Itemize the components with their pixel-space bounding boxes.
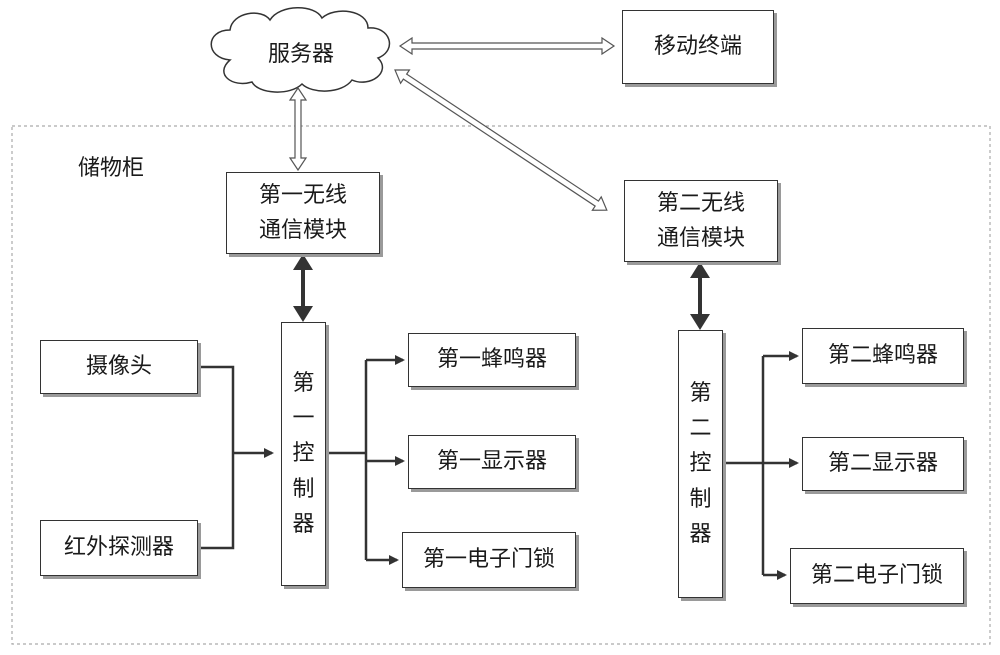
door-lock-2-label: 第二电子门锁: [810, 563, 943, 589]
infrared-detector-label: 红外探测器: [63, 535, 174, 561]
buzzer-2-box: 第二蜂鸣器: [802, 328, 964, 384]
wireless2-arrowhead-up: [690, 262, 710, 278]
door-lock-1-label: 第一电子门锁: [422, 547, 555, 573]
display-2-label: 第二显示器: [827, 451, 938, 477]
server-mobile-link: [398, 36, 616, 56]
wireless-module-2-box: 第二无线 通信模块: [624, 180, 778, 262]
camera-label: 摄像头: [85, 354, 152, 380]
controller-1-box: 第 一 控 制 器: [281, 322, 326, 586]
server-cloud: [210, 7, 391, 93]
ctrl1-arrowhead-down: [293, 306, 313, 322]
wireless1-arrowhead-up: [293, 254, 313, 270]
buzzer-1-label: 第一蜂鸣器: [436, 347, 547, 373]
buzzer-1-box: 第一蜂鸣器: [408, 333, 576, 387]
mobile-terminal-label: 移动终端: [653, 34, 742, 60]
ctrl1-outputs: [326, 355, 405, 565]
cabinet-boundary: [11, 125, 991, 645]
infrared-detector-box: 红外探测器: [40, 520, 198, 576]
controller-2-box: 第 二 控 制 器: [678, 330, 723, 598]
door-lock-2-box: 第二电子门锁: [790, 548, 964, 604]
ctrl2-outputs: [723, 351, 799, 580]
cabinet-label: 储物柜: [78, 156, 145, 181]
server-wireless2-link: [394, 69, 608, 211]
camera-box: 摄像头: [40, 340, 198, 394]
display-1-box: 第一显示器: [408, 435, 576, 489]
wireless-module-1-box: 第一无线 通信模块: [226, 172, 380, 254]
display-1-label: 第一显示器: [436, 449, 547, 475]
display-2-box: 第二显示器: [802, 437, 964, 491]
server-label: 服务器: [268, 42, 335, 67]
mobile-terminal-box: 移动终端: [622, 10, 774, 84]
inputs-to-ctrl1: [198, 365, 274, 550]
ctrl2-arrowhead-down: [690, 314, 710, 330]
door-lock-1-box: 第一电子门锁: [402, 532, 576, 588]
server-wireless1-link: [288, 86, 308, 172]
buzzer-2-label: 第二蜂鸣器: [827, 343, 938, 369]
